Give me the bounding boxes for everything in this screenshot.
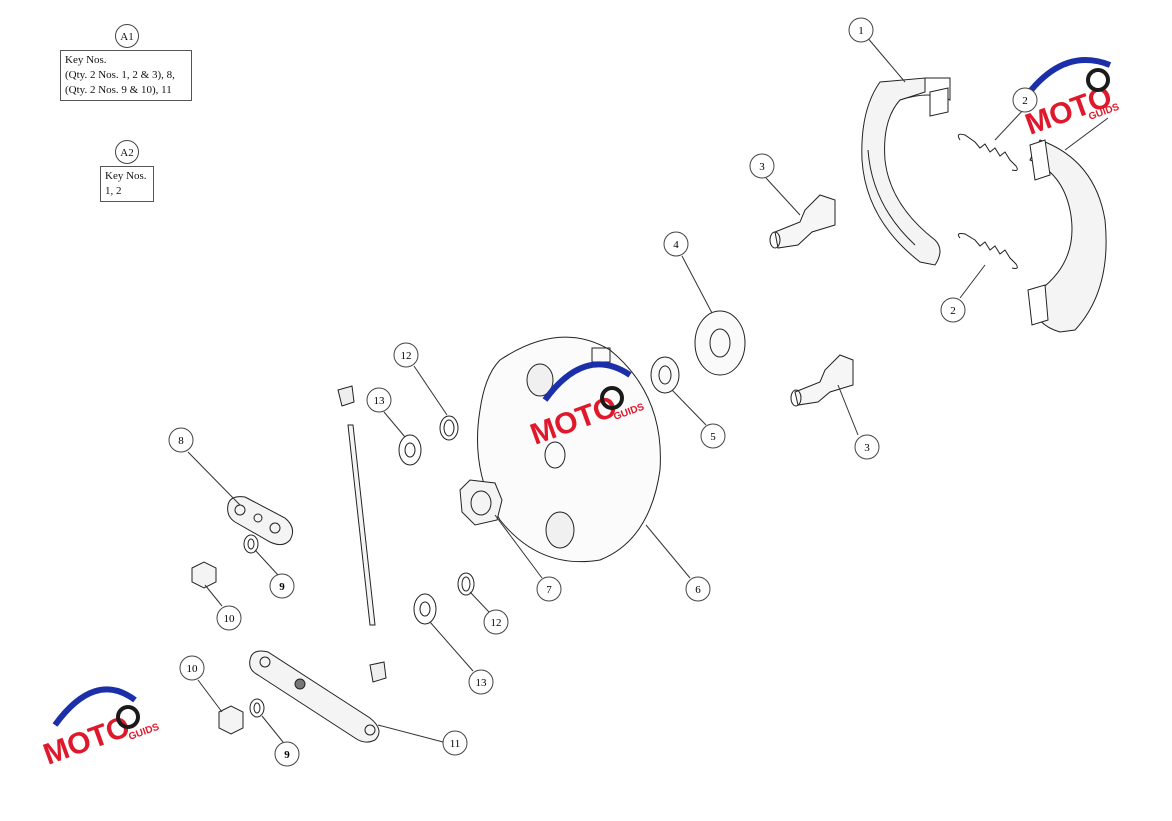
callout-5: 5 (700, 423, 726, 449)
part-9-spring-washer-top (243, 534, 259, 554)
part-3-pivot-pin-bottom (790, 354, 854, 407)
callout-9-top: 9 (269, 573, 295, 599)
callout-12-top: 12 (393, 342, 419, 368)
svg-text:8: 8 (178, 435, 184, 447)
part-12-washer-top (439, 415, 459, 441)
svg-text:9: 9 (279, 581, 285, 593)
note-a1-line-2: (Qty. 2 Nos. 1, 2 & 3), 8, (65, 69, 175, 81)
svg-text:11: 11 (450, 738, 461, 750)
note-a1-line-1: Key Nos. (65, 54, 107, 66)
part-11-long-lever (249, 650, 380, 743)
callout-4: 4 (663, 231, 689, 257)
part-4-large-washer (694, 310, 746, 376)
svg-text:3: 3 (759, 161, 765, 173)
svg-text:10: 10 (224, 613, 236, 625)
callout-6: 6 (685, 576, 711, 602)
note-tag-a2: A2 (115, 140, 139, 164)
part-1-brake-shoe (861, 77, 951, 266)
svg-text:3: 3 (864, 442, 870, 454)
callout-11: 11 (442, 730, 468, 756)
part-7-hex-nut (459, 479, 503, 526)
callout-2-top: 2 (1012, 87, 1038, 113)
callout-10-bottom: 10 (179, 655, 205, 681)
part-2-spring-top (957, 133, 1018, 171)
callout-10-top: 10 (216, 605, 242, 631)
note-a1-line-3: (Qty. 2 Nos. 9 & 10), 11 (65, 84, 172, 96)
svg-text:13: 13 (476, 677, 488, 689)
part-2-spring-bottom (957, 233, 1018, 269)
svg-text:13: 13 (374, 395, 386, 407)
svg-text:6: 6 (695, 584, 701, 596)
callouts: 1 2 2 3 3 4 5 6 7 8 9 9 10 10 11 12 12 1… (168, 17, 1038, 767)
leader-lines (187, 35, 1109, 743)
operating-rod (337, 385, 387, 683)
watermark-logo-bottom-left: MOTO GUIDS (39, 686, 161, 772)
note-a2-line-1: Key Nos. (105, 170, 147, 182)
part-3-pivot-pin-top (769, 194, 836, 249)
note-box-a2: Key Nos. 1, 2 (100, 166, 154, 202)
callout-9-bottom: 9 (274, 741, 300, 767)
svg-text:12: 12 (491, 617, 502, 629)
svg-text:4: 4 (673, 239, 679, 251)
svg-text:2: 2 (950, 305, 956, 317)
callout-3-bottom: 3 (854, 434, 880, 460)
svg-text:12: 12 (401, 350, 412, 362)
callout-12-bottom: 12 (483, 609, 509, 635)
svg-text:2: 2 (1022, 95, 1028, 107)
svg-text:1: 1 (858, 25, 864, 37)
callout-7: 7 (536, 576, 562, 602)
part-5-bush (650, 356, 680, 394)
part-13-washer-top (398, 434, 422, 466)
svg-text:10: 10 (187, 663, 199, 675)
part-10-nut-top (191, 561, 217, 589)
part-12-washer-bottom (457, 572, 475, 596)
callout-2-bottom: 2 (940, 297, 966, 323)
note-box-a1: Key Nos. (Qty. 2 Nos. 1, 2 & 3), 8, (Qty… (60, 50, 192, 101)
part-13-washer-bottom (413, 593, 437, 625)
callout-3-top: 3 (749, 153, 775, 179)
part-1-brake-shoe-right (1027, 139, 1107, 333)
note-tag-a1: A1 (115, 24, 139, 48)
callout-13-bottom: 13 (468, 669, 494, 695)
part-10-nut-bottom (218, 705, 244, 735)
part-9-spring-washer-bottom (249, 698, 265, 718)
callout-8: 8 (168, 427, 194, 453)
part-6-back-plate (477, 336, 661, 563)
svg-text:7: 7 (546, 584, 552, 596)
svg-text:9: 9 (284, 749, 290, 761)
note-a2-line-2: 1, 2 (105, 185, 122, 197)
callout-1: 1 (848, 17, 874, 43)
svg-text:5: 5 (710, 431, 716, 443)
callout-13-top: 13 (366, 387, 392, 413)
part-8-lever (227, 496, 294, 546)
